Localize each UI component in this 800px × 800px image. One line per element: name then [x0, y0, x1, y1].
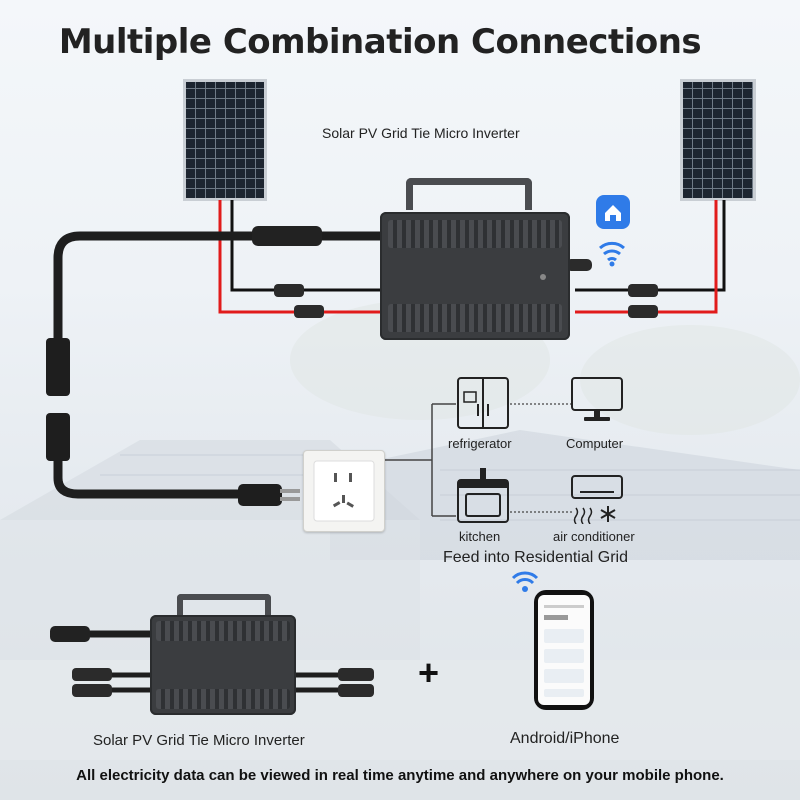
grid-feed-label: Feed into Residential Grid: [443, 549, 628, 566]
kitchen-appliance-icon: [457, 468, 509, 523]
computer-label: Computer: [566, 436, 624, 451]
page-title: Multiple Combination Connections: [58, 22, 702, 62]
micro-inverter-bottom: [150, 615, 296, 715]
status-led: [540, 274, 546, 280]
smartphone: [534, 590, 594, 710]
dc-negative-wire-right: [575, 200, 726, 292]
refrigerator-icon: [457, 377, 509, 429]
dc-negative-wire-left: [230, 200, 380, 292]
phone-wifi-icon: [511, 571, 539, 592]
wall-socket: [303, 450, 385, 532]
refrigerator-label: refrigerator: [448, 436, 512, 451]
wifi-signal-icon: [599, 241, 625, 267]
kitchen-label: kitchen: [459, 529, 501, 544]
air-conditioner-icon: [571, 475, 623, 524]
bottom-inverter-bracket: [177, 594, 271, 618]
ac-plug: [238, 484, 282, 506]
ac-trunk-cable: [53, 231, 380, 345]
bottom-inverter-label: Solar PV Grid Tie Micro Inverter: [93, 732, 305, 749]
ac-plug-cable: [53, 455, 240, 499]
top-inverter-label: Solar PV Grid Tie Micro Inverter: [322, 125, 520, 141]
ac-trunk-end-connector: [46, 338, 70, 396]
footer-caption: All electricity data can be viewed in re…: [76, 767, 724, 784]
ac-connector: [252, 226, 322, 246]
inverter-mounting-bracket: [406, 178, 532, 210]
computer-icon: [571, 377, 623, 421]
phone-screen: [538, 595, 590, 705]
smart-home-app-icon: [596, 195, 630, 229]
phone-label: Android/iPhone: [510, 730, 620, 747]
solar-panel-left: [183, 79, 267, 201]
plus-sign: +: [418, 652, 440, 693]
ac-plug-end-connector: [46, 413, 70, 461]
micro-inverter-top: [380, 212, 570, 340]
dc-positive-wire-right: [575, 200, 718, 314]
solar-panel-right: [680, 79, 756, 201]
air-conditioner-label: air conditioner: [553, 529, 635, 544]
